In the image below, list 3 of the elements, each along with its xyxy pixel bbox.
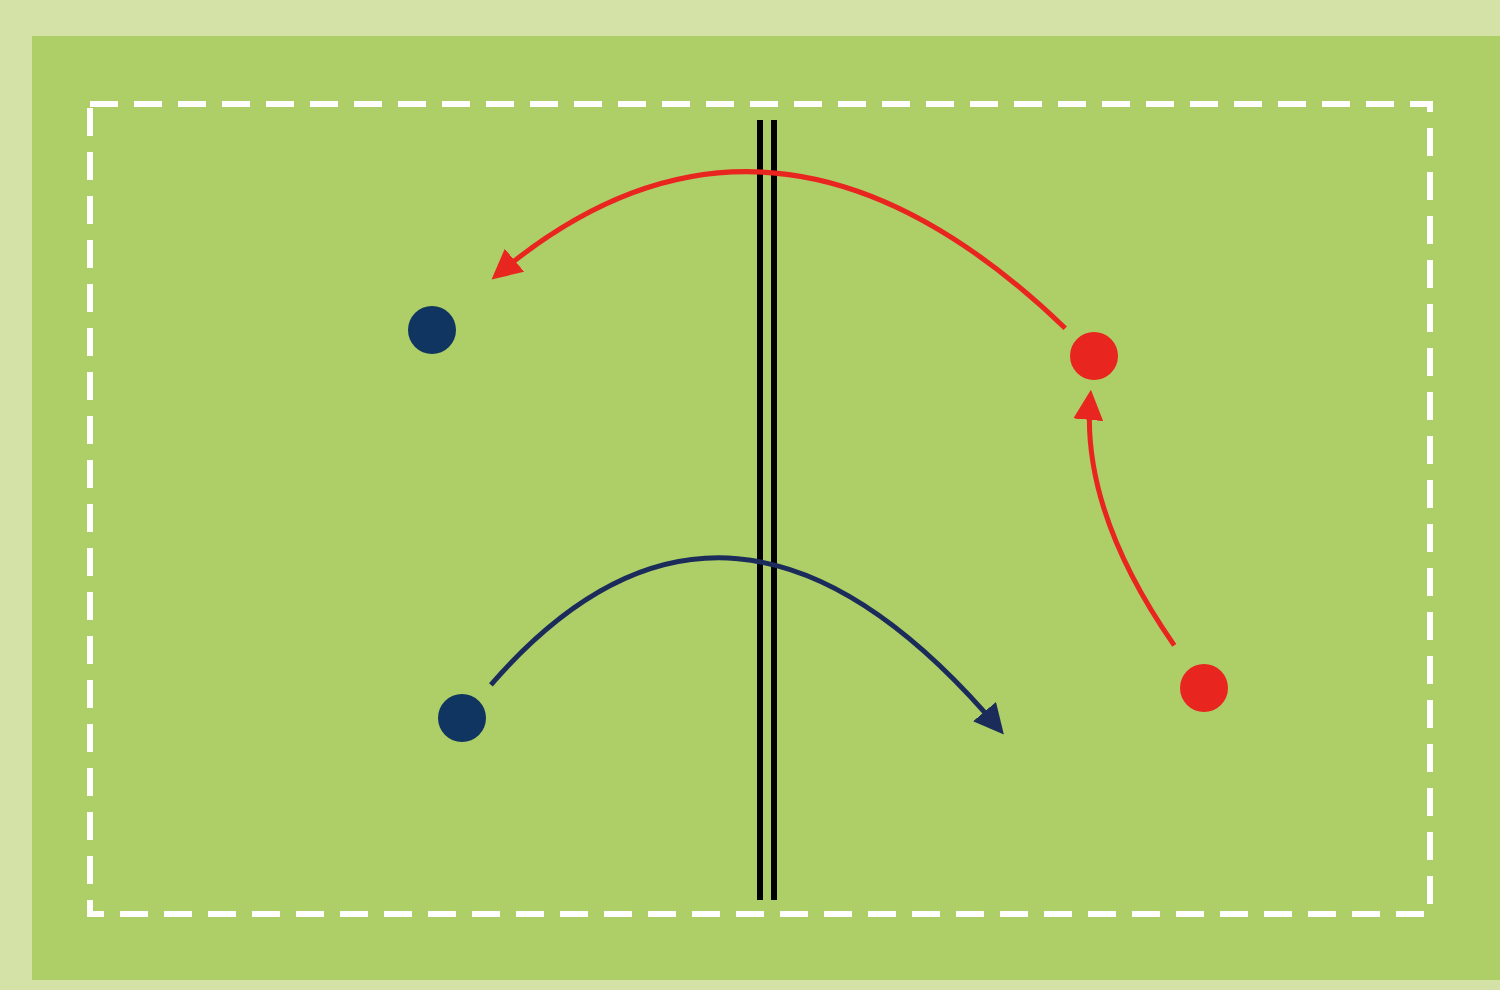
arrow [489, 556, 1005, 735]
arrow [491, 169, 1067, 331]
arrow [1074, 389, 1177, 647]
